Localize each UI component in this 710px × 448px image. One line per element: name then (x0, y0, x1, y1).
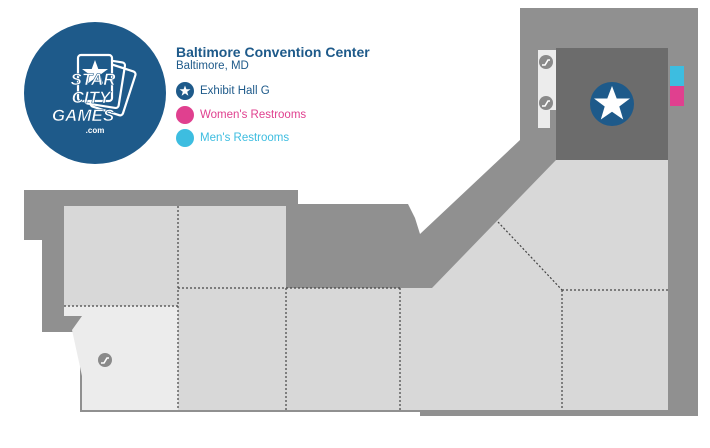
mens-restroom-dot-icon (176, 129, 194, 147)
logo-line4: .com (86, 126, 105, 135)
venue-name: Baltimore Convention Center (176, 44, 370, 60)
room-dividers (64, 206, 668, 410)
legend-label-mens-restrooms: Men's Restrooms (200, 132, 290, 144)
legend-item-exhibit-hall[interactable]: Exhibit Hall G (176, 82, 270, 100)
star-icon (594, 86, 630, 120)
room-center-lower (178, 288, 400, 410)
room-left-lower[interactable] (64, 306, 178, 410)
mens-restroom-marker[interactable] (670, 66, 684, 86)
venue-city: Baltimore, MD (176, 60, 249, 72)
escalator-icon (98, 353, 112, 367)
womens-restroom-dot-icon (176, 106, 194, 124)
logo-line2: CITY (72, 88, 112, 107)
legend-label-exhibit-hall: Exhibit Hall G (200, 85, 270, 97)
exhibit-hall-star-marker[interactable] (590, 82, 634, 126)
escalator-icon (539, 96, 553, 110)
star-icon (176, 82, 194, 100)
concourse (400, 160, 668, 410)
room-left-upper (64, 206, 286, 306)
womens-restroom-marker[interactable] (670, 86, 684, 106)
legend-label-womens-restrooms: Women's Restrooms (200, 109, 307, 121)
starcitygames-logo: STAR CITY GAMES .com (24, 22, 166, 164)
legend-item-womens-restrooms[interactable]: Women's Restrooms (176, 106, 306, 124)
legend-item-mens-restrooms[interactable]: Men's Restrooms (176, 129, 289, 147)
logo-star-icon (82, 60, 108, 84)
logo-line1: STAR (70, 70, 116, 89)
escalator-icon (539, 55, 553, 69)
logo-line3: GAMES (52, 106, 115, 125)
